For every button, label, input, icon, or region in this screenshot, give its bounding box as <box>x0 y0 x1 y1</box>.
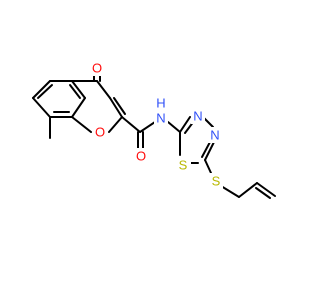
atom-label: O <box>92 61 102 76</box>
bond <box>109 97 123 118</box>
bond <box>113 97 126 115</box>
bond <box>139 121 156 133</box>
bond <box>220 185 240 198</box>
bond <box>256 182 276 197</box>
atom-label: H <box>156 96 165 111</box>
atom-label: N <box>156 111 165 126</box>
bond <box>37 84 53 99</box>
bond <box>255 187 271 199</box>
bond <box>108 116 123 133</box>
bond <box>204 141 215 161</box>
bond <box>71 80 86 99</box>
bond <box>32 97 51 118</box>
bond <box>71 97 86 118</box>
atom-label: O <box>95 125 105 140</box>
bond <box>71 116 92 133</box>
atom-label: O <box>136 149 146 164</box>
bond <box>32 80 51 99</box>
molecule-structure: O O O N H N N S S <box>32 60 276 199</box>
bond <box>204 159 212 174</box>
bond-lines <box>32 75 276 199</box>
bond <box>238 182 258 198</box>
bond <box>69 84 81 99</box>
atom-label: S <box>212 174 221 189</box>
bond <box>96 80 111 99</box>
bond <box>201 141 211 158</box>
atom-label: N <box>193 109 202 124</box>
atom-label: S <box>179 158 188 173</box>
bond <box>179 116 191 133</box>
atom-labels: O O O N H N N S S <box>90 60 223 189</box>
bond <box>167 121 181 133</box>
bond <box>121 116 141 133</box>
atom-label: N <box>210 128 219 143</box>
